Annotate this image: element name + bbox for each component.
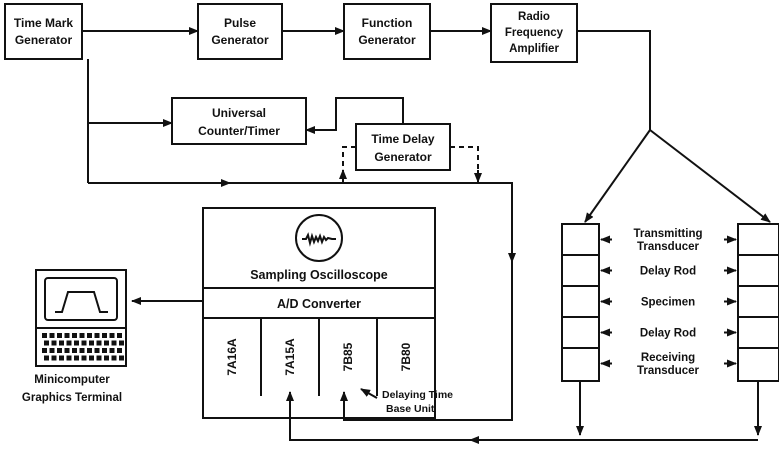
counter-line-2: Counter/Timer [198, 124, 280, 138]
plugin-7a16a: 7A16A [225, 338, 239, 376]
graphics-terminal-icon: Minicomputer Graphics Terminal [22, 270, 126, 404]
terminal-line-2: Graphics Terminal [22, 392, 122, 404]
keyboard-key [95, 333, 100, 338]
pulse-generator-block: Pulse Generator [198, 4, 282, 59]
keyboard-key [119, 356, 124, 361]
keyboard-key [95, 348, 100, 353]
time-mark-line-2: Generator [15, 33, 73, 47]
keyboard-key [119, 341, 124, 346]
oscilloscope-label: Sampling Oscilloscope [250, 268, 388, 282]
line-rf-down [577, 31, 650, 130]
sampling-oscilloscope-block: Sampling Oscilloscope [203, 208, 435, 288]
keyboard-key [104, 356, 109, 361]
keyboard-key [80, 348, 85, 353]
keyboard-key [52, 356, 57, 361]
time-delay-generator-block: Time Delay Generator [356, 124, 450, 170]
keyboard-key [112, 341, 117, 346]
function-line-1: Function [362, 16, 413, 30]
keyboard-key [65, 348, 70, 353]
rf-line-2: Frequency [505, 27, 564, 39]
left-stack-column [562, 224, 599, 381]
counter-line-1: Universal [212, 106, 266, 120]
rf-line-3: Amplifier [509, 43, 559, 55]
delaying-line-1: Delaying Time [382, 389, 453, 401]
stack-label-5-line-1: Receiving [641, 352, 695, 364]
rf-amplifier-block: Radio Frequency Amplifier [491, 4, 577, 62]
stack-label-4-line-1: Delay Rod [640, 328, 696, 340]
keyboard-key [44, 341, 49, 346]
keyboard-key [112, 356, 117, 361]
keyboard-key [74, 356, 79, 361]
pulse-line-1: Pulse [224, 16, 256, 30]
plugin-units: 7A16A 7A15A 7B85 7B80 Delaying Time Base… [203, 318, 453, 418]
keyboard-key [50, 333, 55, 338]
keyboard-key [65, 333, 70, 338]
plugin-7b80: 7B80 [399, 342, 413, 371]
right-stack-column [738, 224, 779, 381]
keyboard-key [110, 348, 115, 353]
arrow-branch-left [585, 130, 650, 222]
terminal-line-1: Minicomputer [34, 374, 110, 386]
keyboard-key [87, 333, 92, 338]
stack-label-5-line-2: Transducer [637, 365, 700, 377]
rf-line-1: Radio [518, 11, 550, 23]
keyboard-key [50, 348, 55, 353]
keyboard-key [59, 356, 64, 361]
ad-converter-label: A/D Converter [277, 297, 361, 311]
stack-label-2-line-1: Delay Rod [640, 266, 696, 278]
time-mark-line-1: Time Mark [14, 16, 73, 30]
keyboard-key [72, 333, 77, 338]
dashed-delay-left [343, 147, 356, 183]
keyboard-key [82, 341, 87, 346]
delay-line-2: Generator [374, 150, 432, 164]
keyboard-key [72, 348, 77, 353]
keyboard-key [87, 348, 92, 353]
delaying-line-2: Base Unit [386, 403, 435, 415]
keyboard-key [117, 333, 122, 338]
keyboard-key [44, 356, 49, 361]
keyboard-key [89, 341, 94, 346]
pulse-line-2: Generator [211, 33, 269, 47]
keyboard-key [67, 341, 72, 346]
keyboard-key [59, 341, 64, 346]
keyboard-key [42, 333, 47, 338]
stack-label-1-line-2: Transducer [637, 241, 700, 253]
keyboard-key [52, 341, 57, 346]
time-mark-generator-block: Time Mark Generator [5, 4, 82, 59]
dashed-delay-right [450, 147, 478, 183]
stack-label-1-line-1: Transmitting [633, 228, 702, 240]
keyboard-key [97, 356, 102, 361]
ad-converter-block: A/D Converter [203, 288, 435, 318]
keyboard-key [110, 333, 115, 338]
keyboard-key [102, 348, 107, 353]
keyboard-key [57, 348, 62, 353]
keyboard-key [74, 341, 79, 346]
keyboard-key [57, 333, 62, 338]
keyboard-key [42, 348, 47, 353]
keyboard-key [117, 348, 122, 353]
keyboard-key [82, 356, 87, 361]
universal-counter-block: Universal Counter/Timer [172, 98, 306, 144]
stack-label-3-line-1: Specimen [641, 297, 695, 309]
arrow-branch-right [650, 130, 770, 222]
keyboard-key [104, 341, 109, 346]
keyboard-key [67, 356, 72, 361]
keyboard-key [102, 333, 107, 338]
plugin-7a15a: 7A15A [283, 338, 297, 376]
keyboard-key [97, 341, 102, 346]
function-generator-block: Function Generator [344, 4, 430, 59]
delay-line-1: Time Delay [371, 132, 434, 146]
keyboard-key [80, 333, 85, 338]
plugin-7b85: 7B85 [341, 342, 355, 371]
keyboard-key [89, 356, 94, 361]
function-line-2: Generator [358, 33, 416, 47]
